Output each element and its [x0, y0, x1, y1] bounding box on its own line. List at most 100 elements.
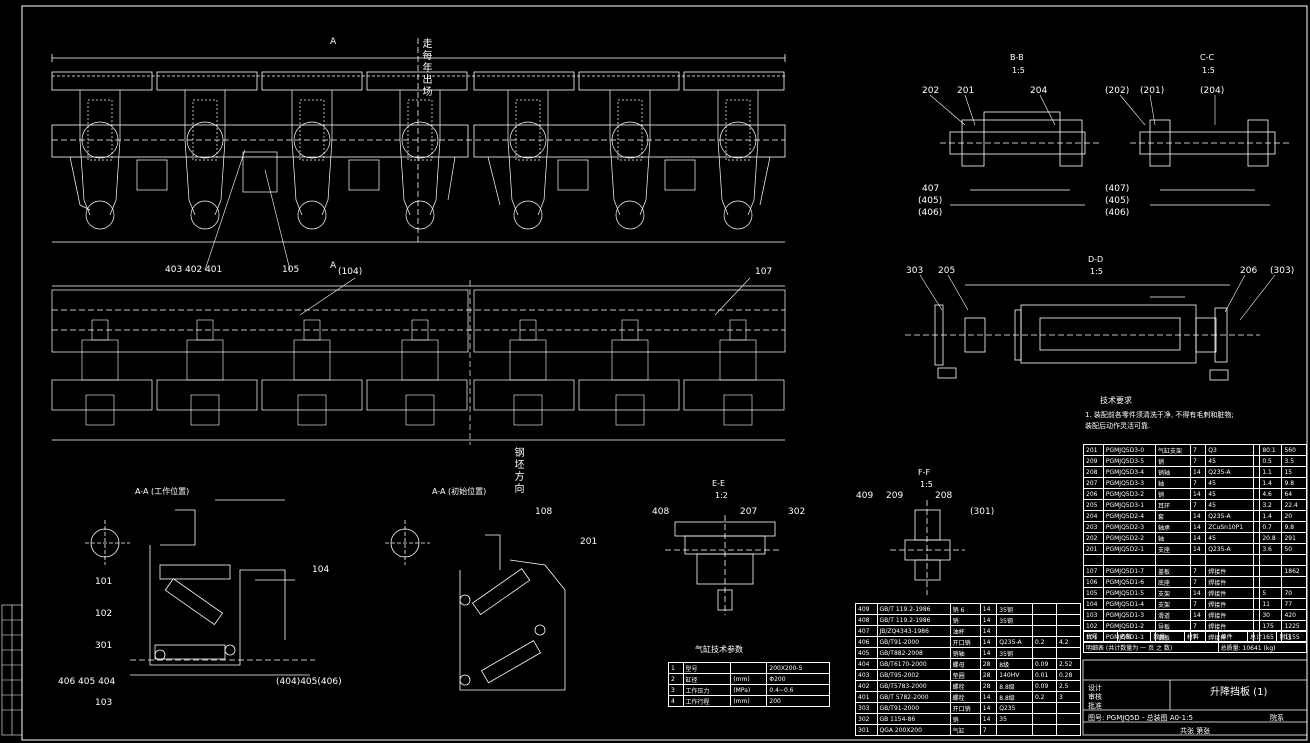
table-cell: 开口销	[949, 636, 981, 648]
table-cell	[1031, 647, 1057, 659]
table-cell: 402	[855, 680, 878, 692]
table-cell: ZCuSn10P1	[1205, 521, 1255, 533]
tech-req-line2: 装配后动作灵活可靠.	[1085, 422, 1151, 430]
table-row	[1083, 554, 1307, 566]
callout-104-top: (104)	[338, 267, 363, 277]
table-cell: 轴	[1154, 477, 1192, 489]
table-cell: 支座	[1154, 543, 1192, 555]
table-cell: GB/T6170-2000	[876, 658, 951, 670]
table-cell: 开口销	[949, 702, 981, 714]
table-cell: 28	[979, 680, 998, 692]
table-cell: 7	[1189, 499, 1207, 511]
table-cell: 404	[855, 658, 878, 670]
table-cell	[1031, 702, 1057, 714]
callout-206: 206	[1240, 266, 1258, 276]
table-cell: 20	[1281, 510, 1307, 522]
table-cell: 80.1	[1259, 444, 1283, 456]
table-cell: 14	[979, 713, 998, 725]
table-cell: GB/T882-2008	[876, 647, 951, 659]
tech-req-line1: 1. 装配前各零件须清洗干净, 不得有毛刺和脏物;	[1085, 411, 1234, 419]
callout-107: 107	[755, 267, 773, 277]
table-cell	[1055, 702, 1082, 714]
table-cell: 560	[1281, 444, 1307, 456]
table-cell: 轴	[1154, 532, 1192, 544]
table-cell: 2.52	[1055, 658, 1082, 670]
callout-103: 103	[95, 698, 113, 708]
table-cell	[1055, 724, 1082, 736]
leader-lines	[204, 94, 1276, 321]
table-cell: PGMJQ5D2-2	[1102, 532, 1156, 544]
table-cell: PGMJQ5D1-7	[1102, 565, 1156, 577]
table-cell	[1055, 647, 1082, 659]
callout-408: 408	[652, 507, 670, 517]
table-cell: GB/T 119.2-1986	[876, 603, 951, 615]
table-cell: 9.8	[1281, 521, 1307, 533]
table-cell: 105	[1083, 587, 1104, 599]
table-cell: 204	[1083, 510, 1104, 522]
table-cell: 盖板	[1154, 565, 1192, 577]
table-cell: 35钢	[996, 614, 1033, 626]
table-cell: 0.2	[1031, 691, 1057, 703]
table-cell: 0.09	[1031, 658, 1057, 670]
table-cell: 套	[1154, 510, 1192, 522]
table-cell: 14	[979, 691, 998, 703]
table-cell: 106	[1083, 576, 1104, 588]
callout-204: 204	[1030, 86, 1048, 96]
table-cell: 14	[1189, 532, 1207, 544]
table-cell	[1031, 713, 1057, 725]
title-checker: 审核	[1088, 693, 1102, 701]
section-dd-scale: 1:5	[1090, 267, 1103, 276]
section-ee-drawing	[665, 515, 780, 615]
table-cell: 螺栓	[949, 680, 981, 692]
table-cell: 1.4	[1259, 477, 1283, 489]
table-cell: 201	[1083, 543, 1104, 555]
table-cell: 403	[855, 669, 878, 681]
table-cell: 107	[1083, 565, 1104, 577]
table-cell: 14	[1189, 466, 1207, 478]
table-cell: 15	[1281, 466, 1307, 478]
callout-409: 409	[856, 491, 874, 501]
table-cell: 206	[1083, 488, 1104, 500]
table-cell: 7	[1189, 598, 1207, 610]
table-cell: 208	[1083, 466, 1104, 478]
table-cell: 14	[979, 614, 998, 626]
table-cell: 203	[1083, 521, 1104, 533]
title-designer: 设计	[1088, 684, 1102, 692]
title-block-frame	[1082, 659, 1308, 736]
callout-406-405-404: 406 405 404	[58, 677, 116, 687]
table-cell: Q235-A	[996, 636, 1033, 648]
table-cell: PGMJQ5D1-6	[1102, 576, 1156, 588]
table-cell: 405	[855, 647, 878, 659]
callout-405p: (405)	[1105, 196, 1130, 206]
table-cell: 3	[1055, 691, 1082, 703]
table-cell: 1862	[1281, 565, 1307, 577]
table-cell: 207	[1083, 477, 1104, 489]
margin-strip	[1, 604, 23, 736]
table-cell: 9.8	[1281, 477, 1307, 489]
callout-202: 202	[922, 86, 940, 96]
callout-301p: (301)	[970, 507, 995, 517]
table-cell: 30	[1259, 609, 1283, 621]
table-cell: Q235-A	[1205, 510, 1255, 522]
table-cell	[1259, 554, 1283, 566]
table-cell: 0.5	[1259, 455, 1283, 467]
table-cell: 201	[1083, 444, 1104, 456]
table-cell: PGMJQ5D3-1	[1102, 499, 1156, 511]
table-cell: GB/T5783-2000	[876, 680, 951, 692]
table-cell: 7	[979, 724, 998, 736]
table-cell	[1102, 554, 1156, 566]
drawing-number: 图号: PGMJQ5D - 总装图 A0-1:5	[1088, 714, 1193, 722]
table-cell: 2.5	[1055, 680, 1082, 692]
table-cell: 8级	[996, 658, 1033, 670]
